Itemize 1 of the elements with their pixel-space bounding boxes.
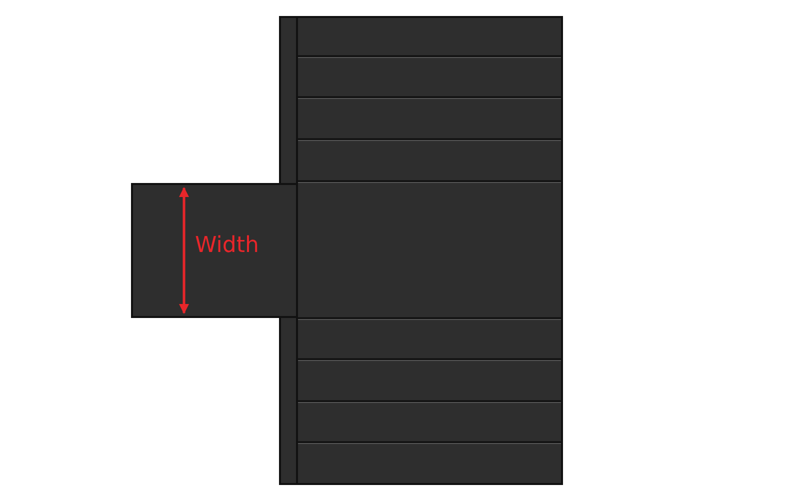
dimension-label: Width [195,232,259,260]
